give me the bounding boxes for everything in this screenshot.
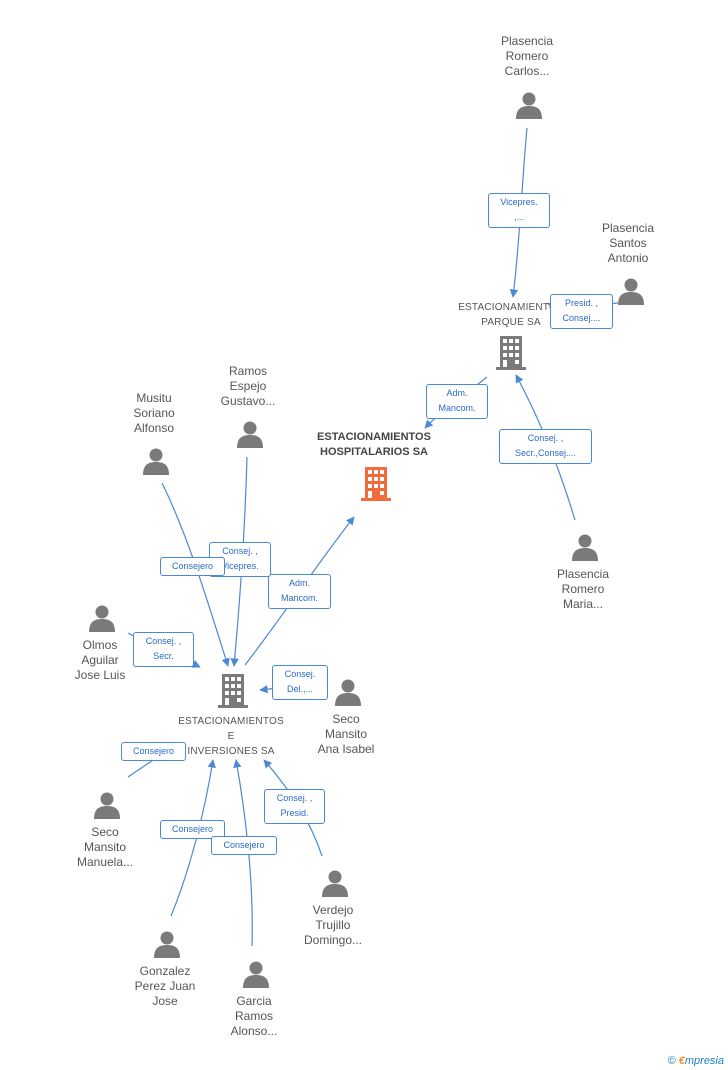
relation-adm-mancom-parque[interactable]: Adm. Mancom.: [426, 384, 488, 419]
main-company-name[interactable]: ESTACIONAMIENTOS HOSPITALARIOS SA: [317, 431, 431, 458]
person-icon-olmos[interactable]: [89, 605, 115, 633]
person-icon-ramos[interactable]: [237, 421, 263, 449]
relation-consej-presid[interactable]: Consej. , Presid.: [264, 789, 325, 824]
parque-building-icon[interactable]: [496, 336, 526, 370]
relation-vicepres[interactable]: Vicepres. ,...: [488, 193, 550, 228]
person-icon-plasencia-carlos[interactable]: [516, 92, 542, 120]
edge-gonzalez-inversiones: [170, 759, 216, 917]
relation-consejero-musitu[interactable]: Consejero: [160, 557, 225, 576]
relation-consej-del[interactable]: Consej. Del.,...: [272, 665, 328, 700]
person-icon-seco-manuela[interactable]: [94, 792, 120, 820]
relation-consejero-gonzalez[interactable]: Consejero: [160, 820, 225, 839]
relation-consej-secr[interactable]: Consej. , Secr.,Consej....: [499, 429, 592, 464]
person-garcia-label[interactable]: Garcia Ramos Alonso...: [230, 994, 278, 1038]
company-parque-label[interactable]: ESTACIONAMIENTOS PARQUE SA: [458, 302, 564, 328]
empresia-watermark: © €mpresia: [668, 1055, 724, 1067]
relation-presid-consej[interactable]: Presid. , Consej....: [550, 294, 613, 329]
person-icon-gonzalez[interactable]: [154, 931, 180, 959]
brand-logo-initial: €: [678, 1055, 685, 1067]
relation-consej-secr-olmos[interactable]: Consej. , Secr.: [133, 632, 194, 667]
person-plasencia-maria-label[interactable]: Plasencia Romero Maria...: [556, 567, 610, 611]
brand-logo-text: mpresia: [684, 1055, 724, 1067]
highlight-building-icon[interactable]: [361, 467, 391, 501]
person-olmos-label[interactable]: Olmos Aguilar Jose Luis: [74, 638, 126, 682]
person-icon-verdejo[interactable]: [322, 870, 348, 898]
person-icon-plasencia-santos[interactable]: [618, 278, 644, 306]
person-icon-garcia[interactable]: [243, 961, 269, 989]
company-inversiones-label[interactable]: ESTACIONAMIENTOS E INVERSIONES SA: [178, 716, 284, 757]
person-icon-seco-ana[interactable]: [335, 679, 361, 707]
person-plasencia-santos-label[interactable]: Plasencia Santos Antonio: [601, 221, 655, 265]
relation-consejero-garcia[interactable]: Consejero: [211, 836, 277, 855]
person-gonzalez-label[interactable]: Gonzalez Perez Juan Jose: [134, 964, 196, 1008]
relation-adm-mancom-inversiones[interactable]: Adm. Mancom.: [268, 574, 331, 609]
copyright-symbol: ©: [667, 1055, 676, 1067]
person-seco-manuela-label[interactable]: Seco Mansito Manuela...: [76, 825, 134, 869]
person-ramos-label[interactable]: Ramos Espejo Gustavo...: [220, 364, 276, 408]
person-plasencia-carlos-label[interactable]: Plasencia Romero Carlos...: [500, 34, 554, 78]
inversiones-building-icon[interactable]: [218, 674, 248, 708]
person-seco-ana-label[interactable]: Seco Mansito Ana Isabel: [317, 712, 375, 756]
person-musitu-label[interactable]: Musitu Soriano Alfonso: [133, 391, 175, 435]
person-icon-plasencia-maria[interactable]: [572, 534, 598, 562]
person-icon-musitu[interactable]: [143, 448, 169, 476]
person-verdejo-label[interactable]: Verdejo Trujillo Domingo...: [303, 903, 363, 947]
relation-consejero-seco[interactable]: Consejero: [121, 742, 186, 761]
